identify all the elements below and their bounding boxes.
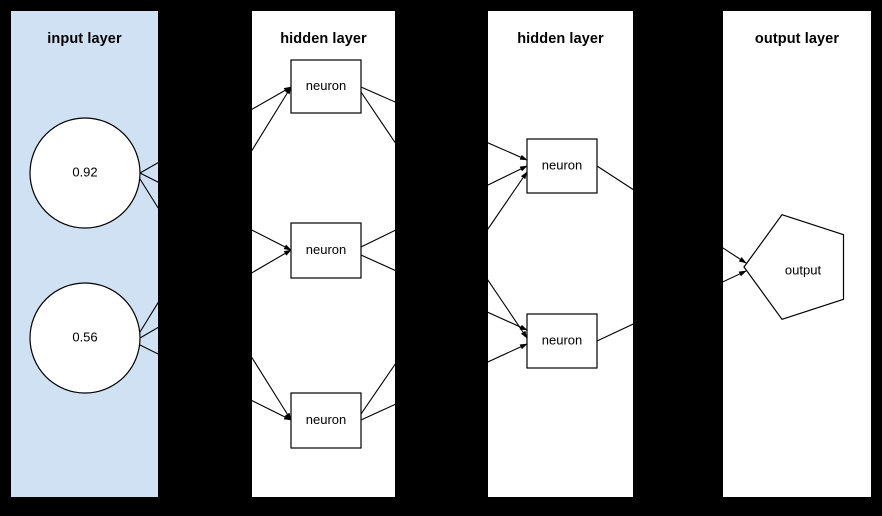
edge-hidden1-neuron-3-to-hidden2-neuron-2 <box>360 403 395 421</box>
node-label-hidden1-neuron-3: neuron <box>306 412 346 427</box>
layer-graphics-input-layer: 0.920.56neuronneuronneuronneuronneuronou… <box>29 117 158 394</box>
node-label-hidden2-neuron-2: neuron <box>542 332 582 347</box>
edge-input-node-1-to-hidden1-neuron-1 <box>139 162 158 174</box>
node-shape-input-node-1 <box>29 117 141 229</box>
layer-graphics-hidden-layer-1: 0.920.56neuronneuronneuronneuronneuronou… <box>252 59 395 449</box>
edge-hidden1-neuron-3-to-hidden2-neuron-1 <box>488 171 528 230</box>
node-label-hidden1-neuron-2: neuron <box>306 242 346 257</box>
edge-hidden2-neuron-2-to-output-node <box>596 323 633 342</box>
edge-input-node-1-to-hidden1-neuron-2 <box>252 229 292 251</box>
layer-graphics-output-layer: 0.920.56neuronneuronneuronneuronneuronou… <box>723 213 845 321</box>
node-label-hidden1-neuron-1: neuron <box>306 78 346 93</box>
node-input-node-1[interactable]: 0.92 <box>29 117 141 229</box>
node-label-input-node-1: 0.92 <box>72 164 97 179</box>
edge-input-node-2-to-hidden1-neuron-1 <box>139 301 158 333</box>
layer-panel-hidden-layer-1: 0.920.56neuronneuronneuronneuronneuronou… <box>252 11 395 497</box>
node-label-output-node: output <box>785 262 822 277</box>
layer-title-input-layer: input layer <box>47 31 122 47</box>
edge-hidden1-neuron-1-to-hidden2-neuron-2 <box>488 279 528 339</box>
edge-input-node-2-to-hidden1-neuron-2 <box>139 326 158 339</box>
edge-hidden2-neuron-1-to-output-node <box>723 247 747 264</box>
edge-input-node-2-to-hidden1-neuron-1 <box>252 86 292 152</box>
layer-title-output-layer: output layer <box>754 31 840 47</box>
layer-panel-output-layer: 0.920.56neuronneuronneuronneuronneuronou… <box>723 11 871 497</box>
edge-input-node-1-to-hidden1-neuron-3 <box>252 356 292 421</box>
node-shape-hidden1-neuron-3 <box>290 392 362 449</box>
edge-hidden1-neuron-2-to-hidden2-neuron-2 <box>488 311 528 331</box>
edge-input-node-1-to-hidden1-neuron-2 <box>139 172 158 183</box>
edge-hidden1-neuron-1-to-hidden2-neuron-1 <box>360 86 395 103</box>
edge-hidden1-neuron-2-to-hidden2-neuron-1 <box>360 229 395 248</box>
edge-hidden1-neuron-3-to-hidden2-neuron-2 <box>488 343 528 363</box>
node-label-input-node-2: 0.56 <box>72 329 97 344</box>
edge-hidden1-neuron-2-to-hidden2-neuron-2 <box>360 254 395 271</box>
node-shape-hidden1-neuron-2 <box>290 222 362 279</box>
edge-input-node-2-to-hidden1-neuron-3 <box>252 400 292 421</box>
edge-input-node-2-to-hidden1-neuron-2 <box>252 249 292 274</box>
edge-input-node-2-to-hidden1-neuron-3 <box>139 344 158 355</box>
layer-title-hidden-layer-1: hidden layer <box>280 31 367 47</box>
edge-hidden2-neuron-1-to-output-node <box>596 165 633 191</box>
node-hidden1-neuron-3[interactable]: neuron <box>290 392 362 449</box>
node-output-node[interactable]: output <box>743 213 845 321</box>
edge-input-node-1-to-hidden1-neuron-3 <box>139 178 158 209</box>
node-input-node-2[interactable]: 0.56 <box>29 282 141 394</box>
node-hidden2-neuron-2[interactable]: neuron <box>526 313 598 369</box>
node-hidden2-neuron-1[interactable]: neuron <box>526 138 598 194</box>
edge-hidden2-neuron-2-to-output-node <box>723 270 747 283</box>
edge-hidden1-neuron-2-to-hidden2-neuron-1 <box>488 165 528 186</box>
layer-title-hidden-layer-2: hidden layer <box>517 31 604 47</box>
node-shape-hidden1-neuron-1 <box>290 59 362 114</box>
node-label-hidden2-neuron-1: neuron <box>542 157 582 172</box>
layer-graphics-hidden-layer-2: 0.920.56neuronneuronneuronneuronneuronou… <box>488 138 633 369</box>
node-hidden1-neuron-2[interactable]: neuron <box>290 222 362 279</box>
layer-panel-input-layer: 0.920.56neuronneuronneuronneuronneuronou… <box>11 11 158 497</box>
edge-hidden1-neuron-1-to-hidden2-neuron-1 <box>488 142 528 161</box>
node-shape-hidden2-neuron-2 <box>526 313 598 369</box>
node-shape-output-node <box>743 213 845 321</box>
node-shape-input-node-2 <box>29 282 141 394</box>
layer-panel-hidden-layer-2: 0.920.56neuronneuronneuronneuronneuronou… <box>488 11 633 497</box>
edge-input-node-1-to-hidden1-neuron-1 <box>252 86 292 110</box>
edge-hidden1-neuron-3-to-hidden2-neuron-1 <box>360 363 395 415</box>
edge-hidden1-neuron-1-to-hidden2-neuron-2 <box>360 91 395 144</box>
node-shape-hidden2-neuron-1 <box>526 138 598 194</box>
node-hidden1-neuron-1[interactable]: neuron <box>290 59 362 114</box>
